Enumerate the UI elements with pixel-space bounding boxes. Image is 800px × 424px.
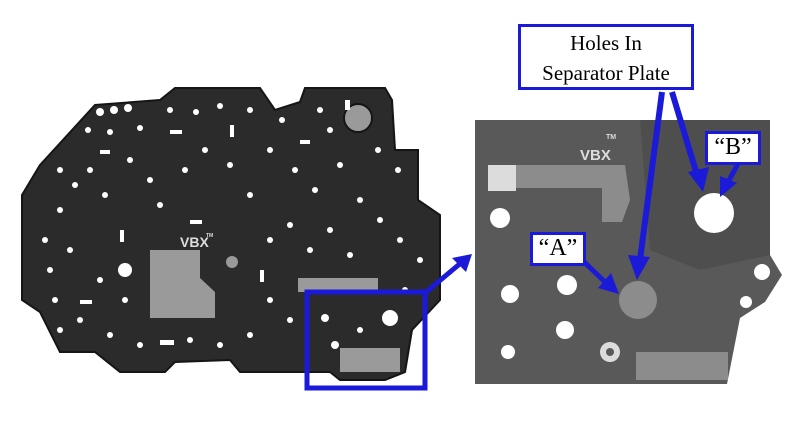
holes-callout-box: Holes In Separator Plate [518,24,694,90]
holes-callout-line2: Separator Plate [542,61,670,85]
holes-callout-line1: Holes In [570,31,642,55]
hole-b [694,193,734,233]
highlight-box [304,289,428,391]
plate-logo-small-tm: TM [206,233,213,239]
hole-a [619,281,657,319]
plate-logo-small: VBX [180,234,209,250]
zoom-arrow [423,254,472,295]
separator-plate-full: VBX TM [21,87,441,381]
callout-arrows [578,91,743,294]
label-a: “A” [530,232,586,266]
label-b: “B” [705,131,761,165]
plate-logo-zoom: VBX [580,147,611,164]
plate-logo-zoom-tm: TM [606,134,616,141]
